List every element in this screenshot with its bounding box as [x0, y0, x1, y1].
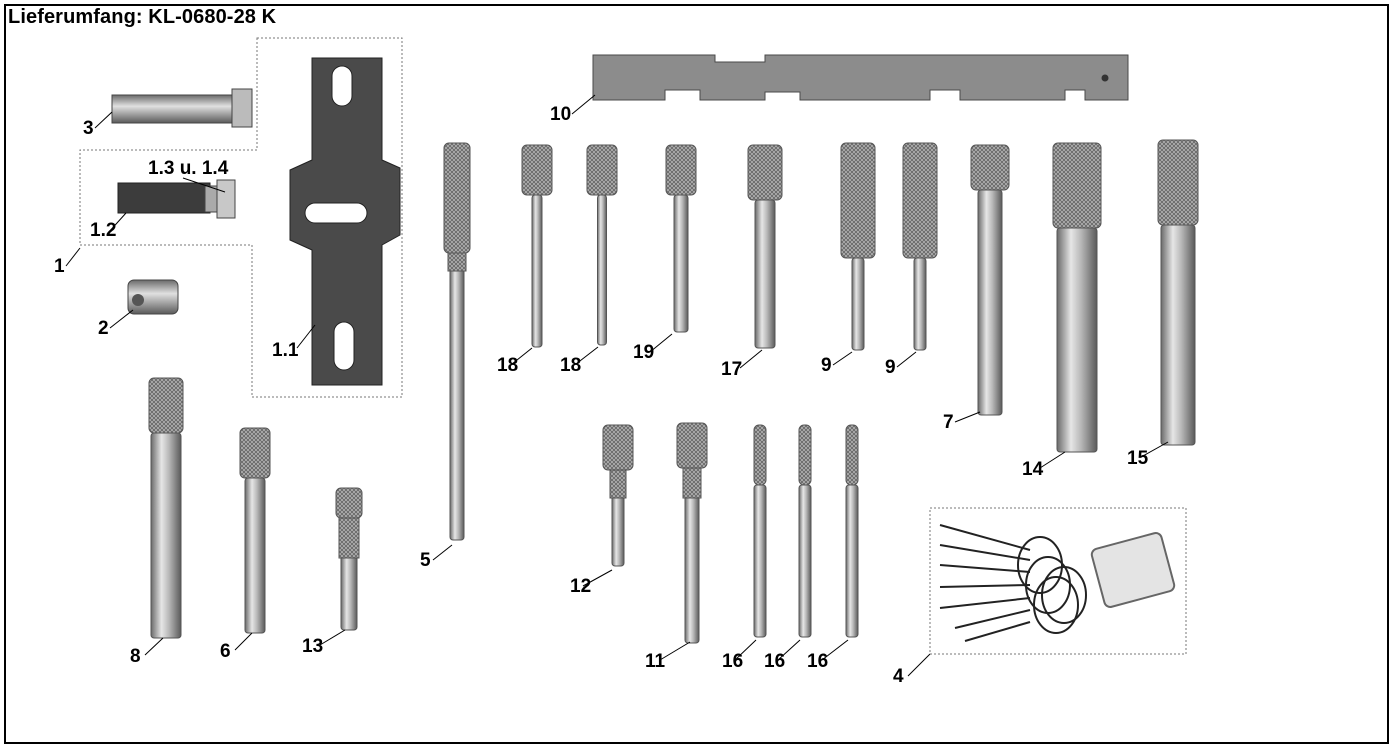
label-18a: 18	[497, 355, 519, 376]
label-4: 4	[893, 666, 904, 687]
label-1-3-1-4: 1.3 u. 1.4	[148, 158, 229, 179]
leader-line	[571, 94, 596, 115]
leader-line	[94, 111, 113, 129]
label-10: 10	[550, 104, 572, 125]
tool-9b-pin	[902, 142, 938, 351]
tool-7-pin	[970, 144, 1010, 416]
leader-line	[907, 653, 931, 677]
leader-line	[1142, 441, 1169, 457]
leader-line	[896, 351, 917, 368]
tool-19-pin	[665, 144, 697, 333]
label-3: 3	[83, 118, 94, 139]
tool-16c-pin	[845, 424, 859, 638]
leader-line	[832, 351, 853, 366]
leader-line	[432, 544, 453, 561]
leader-line	[582, 569, 613, 587]
leader-line	[65, 247, 81, 267]
label-14: 14	[1022, 459, 1044, 480]
leader-line	[182, 177, 226, 193]
leader-line	[109, 309, 134, 329]
tool-3-bolt	[111, 88, 253, 128]
label-9b: 9	[885, 357, 896, 378]
tool-12-pin	[602, 424, 634, 567]
label-9a: 9	[821, 355, 832, 376]
label-15: 15	[1127, 448, 1149, 469]
leader-line	[234, 632, 253, 651]
leader-line	[739, 349, 763, 369]
tool-6-pin	[239, 427, 271, 634]
tool-2-nut	[127, 279, 179, 315]
leader-line	[107, 212, 127, 234]
label-12: 12	[570, 576, 592, 597]
leader-line	[1039, 451, 1066, 469]
tool-9a-pin	[840, 142, 876, 351]
leader-line	[296, 324, 316, 349]
tool-13-pin	[335, 487, 363, 631]
label-18b: 18	[560, 355, 582, 376]
leader-line	[575, 346, 599, 365]
label-16b: 16	[764, 651, 786, 672]
leader-line	[777, 639, 801, 661]
tool-5-pin	[443, 142, 471, 541]
leader-line	[511, 347, 533, 365]
tool-16a-pin	[753, 424, 767, 638]
tool-8-pin	[148, 377, 184, 639]
label-16c: 16	[807, 651, 829, 672]
tool-illustration	[65, 37, 1199, 677]
label-7: 7	[943, 412, 954, 433]
label-1-1: 1.1	[272, 340, 299, 361]
label-6: 6	[220, 641, 231, 662]
tool-14-pin	[1052, 142, 1102, 453]
label-19: 19	[633, 342, 655, 363]
tool-16b-pin	[798, 424, 812, 638]
leader-line	[319, 629, 346, 646]
label-13: 13	[302, 636, 324, 657]
label-11: 11	[645, 651, 666, 672]
label-5: 5	[420, 550, 431, 571]
page-title: Lieferumfang: KL-0680-28 K	[8, 6, 277, 28]
tool-11-pin	[676, 422, 708, 644]
tool-4-keyring	[939, 524, 1176, 642]
tool-18b-pin	[586, 144, 618, 346]
tool-17-pin	[747, 144, 783, 349]
label-8: 8	[130, 646, 141, 667]
tool-1-2-bolt	[117, 179, 236, 219]
leader-line	[954, 411, 981, 423]
leader-line	[821, 639, 849, 661]
label-1: 1	[54, 256, 65, 277]
label-2: 2	[98, 318, 109, 339]
label-1-2: 1.2	[90, 220, 117, 241]
leader-line	[144, 637, 164, 656]
dotted-frame-group-1	[79, 37, 403, 398]
dotted-frame-keyring	[929, 507, 1187, 655]
label-17: 17	[721, 359, 743, 380]
leader-line	[734, 639, 757, 661]
tool-18a-pin	[521, 144, 553, 348]
label-16a: 16	[722, 651, 744, 672]
tool-10-bar	[592, 54, 1129, 101]
tool-1-1-plate	[289, 57, 401, 386]
leader-line	[659, 641, 691, 661]
tool-15-pin	[1157, 139, 1199, 446]
leader-line	[649, 333, 673, 353]
